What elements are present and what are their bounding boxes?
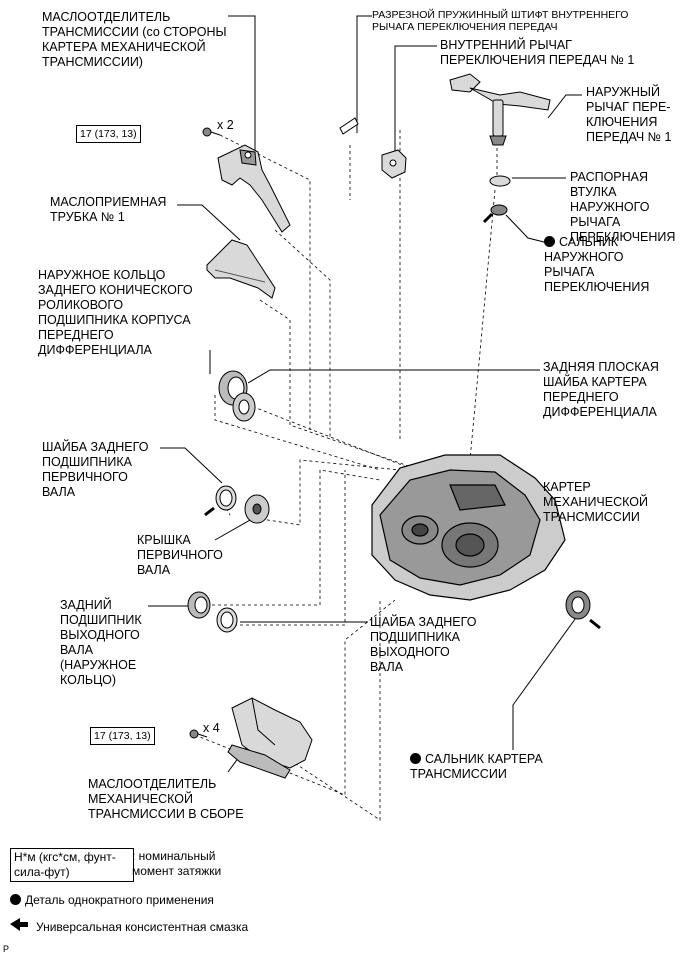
corner-mark: P — [3, 944, 10, 954]
output-bearing-part — [187, 591, 211, 619]
label-oil-pipe: МАСЛОПРИЕМНАЯ ТРУБКА № 1 — [50, 195, 167, 224]
label-output-bearing: ЗАДНИЙ ПОДШИПНИК ВЫХОДНОГО ВАЛА (НАРУЖНО… — [60, 598, 142, 687]
spacer-part — [489, 175, 511, 187]
leader-lines — [148, 15, 582, 773]
oil-separator-assy-part — [227, 697, 313, 779]
input-shim-part — [204, 485, 237, 517]
torque-bottom-box: 17 (173, 13) — [90, 727, 155, 745]
output-shim-part — [216, 607, 238, 633]
label-oil-separator-assy: МАСЛООТДЕЛИТЕЛЬ МЕХАНИЧЕСКОЙ ТРАНСМИССИИ… — [88, 777, 244, 821]
label-outer-race: НАРУЖНОЕ КОЛЬЦО ЗАДНЕГО КОНИЧЕСКОГО РОЛИ… — [38, 268, 193, 357]
inner-lever-part — [381, 149, 407, 179]
non-reusable-dot-icon — [410, 753, 421, 764]
input-cover-part — [244, 494, 270, 524]
thrust-washer-part — [232, 392, 256, 422]
legend-torque-desc: : номинальный момент затяжки — [132, 849, 222, 878]
label-thrust-washer: ЗАДНЯЯ ПЛОСКАЯ ШАЙБА КАРТЕРА ПЕРЕДНЕГО Д… — [543, 360, 659, 419]
torque-top-qty: x 2 — [217, 118, 234, 132]
label-outer-lever: НАРУЖНЫЙ РЫЧАГ ПЕРЕ- КЛЮЧЕНИЯ ПЕРЕДАЧ № … — [586, 85, 672, 144]
legend-non-reusable: Деталь однократного применения — [10, 893, 214, 908]
bolt-bottom-icon — [189, 729, 208, 739]
label-case-oil-seal: САЛЬНИК КАРТЕРА ТРАНСМИССИИ — [410, 752, 543, 781]
grease-arrow-icon — [10, 918, 28, 931]
label-output-shim: ШАЙБА ЗАДНЕГО ПОДШИПНИКА ВЫХОДНОГО ВАЛА — [370, 615, 477, 674]
outer-lever-part — [449, 73, 551, 146]
label-input-cover: КРЫШКА ПЕРВИЧНОГО ВАЛА — [137, 533, 223, 577]
case-oil-seal-part — [565, 590, 601, 630]
slotted-pin-part — [339, 117, 359, 135]
oil-pipe-part — [206, 239, 276, 299]
torque-bottom-qty: x 4 — [203, 721, 220, 735]
label-input-shim: ШАЙБА ЗАДНЕГО ПОДШИПНИКА ПЕРВИЧНОГО ВАЛА — [42, 440, 149, 499]
torque-top-box: 17 (173, 13) — [76, 125, 141, 143]
oil-separator-part — [217, 144, 291, 233]
label-oil-seal-lever: САЛЬНИК НАРУЖНОГО РЫЧАГА ПЕРЕКЛЮЧЕНИЯ — [544, 235, 650, 294]
legend-grease: Универсальная консистентная смазка — [36, 920, 249, 934]
legend-torque-unit: Н*м (кгс*см, фунт- сила-фут) — [10, 848, 134, 882]
label-spacer: РАСПОРНАЯ ВТУЛКА НАРУЖНОГО РЫЧАГА ПЕРЕКЛ… — [570, 170, 676, 244]
label-oil-separator-case-side: МАСЛООТДЕЛИТЕЛЬ ТРАНСМИССИИ (со СТОРОНЫ … — [42, 10, 227, 69]
bolt-top-icon — [202, 127, 221, 137]
label-case: КАРТЕР МЕХАНИЧЕСКОЙ ТРАНСМИССИИ — [543, 480, 648, 524]
non-reusable-dot-icon — [10, 894, 21, 905]
transaxle-case-part — [371, 454, 566, 601]
label-inner-lever: ВНУТРЕННИЙ РЫЧАГ ПЕРЕКЛЮЧЕНИЯ ПЕРЕДАЧ № … — [440, 38, 635, 67]
label-slotted-pin: РАЗРЕЗНОЙ ПРУЖИННЫЙ ШТИФТ ВНУТРЕННЕГО РЫ… — [372, 9, 629, 33]
lever-oil-seal-part — [482, 204, 508, 224]
non-reusable-dot-icon — [544, 236, 555, 247]
